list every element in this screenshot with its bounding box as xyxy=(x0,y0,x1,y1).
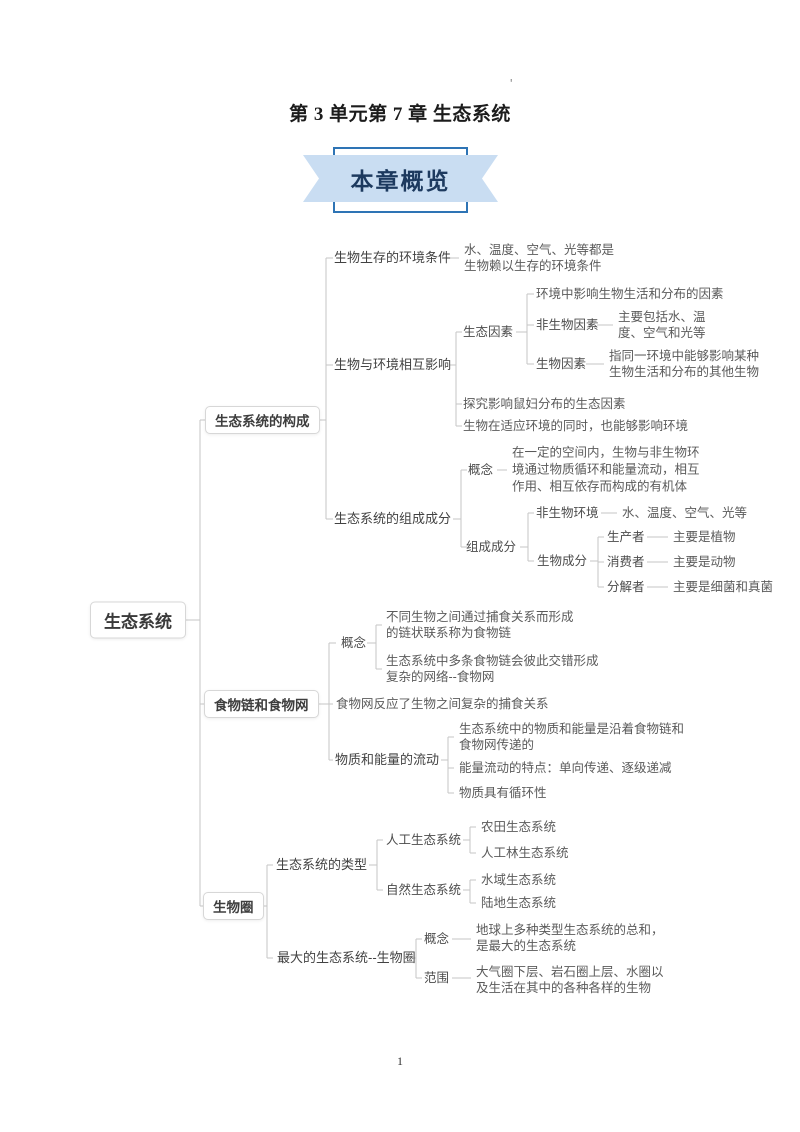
node-abiotic-environment-detail: 水、温度、空气、光等 xyxy=(622,506,748,520)
node-largest-ecosystem-biosphere: 最大的生态系统--生物圈 xyxy=(277,950,416,965)
node-producer-detail: 主要是植物 xyxy=(673,530,736,544)
node-producer: 生产者 xyxy=(607,530,645,544)
node-artificial-ecosystem: 人工生态系统 xyxy=(386,833,462,847)
node-terrestrial-ecosystem: 陆地生态系统 xyxy=(481,896,557,910)
node-biotic-factor-detail: 指同一环境中能够影响某种 生物生活和分布的其他生物 xyxy=(609,349,760,379)
node-biosphere-scope-detail: 大气圈下层、岩石圈上层、水圈以 及生活在其中的各种各样的生物 xyxy=(476,965,664,995)
node-survival-conditions: 生物生存的环境条件 xyxy=(334,250,452,265)
node-energy-flow-features: 能量流动的特点：单向传递、逐级递减 xyxy=(459,761,672,775)
node-ecosystem-types: 生态系统的类型 xyxy=(276,857,368,872)
banner-ribbon: 本章概览 xyxy=(303,155,498,202)
node-biosphere-concept: 概念 xyxy=(424,932,450,946)
node-decomposer-detail: 主要是细菌和真菌 xyxy=(673,580,774,594)
node-abiotic-factor: 非生物因素 xyxy=(536,318,599,332)
node-foodweb-definition: 生态系统中多条食物链会彼此交错形成 复杂的网络--食物网 xyxy=(386,654,599,684)
node-flow-along-chain: 生态系统中的物质和能量是沿着食物链和 食物网传递的 xyxy=(459,722,685,752)
chapter-banner: 本章概览 xyxy=(303,147,498,213)
branch-ecosystem-construction: 生态系统的构成 xyxy=(205,406,320,434)
node-eco-factors: 生态因素 xyxy=(463,325,514,339)
node-matter-energy-flow: 物质和能量的流动 xyxy=(335,752,440,767)
node-consumer: 消费者 xyxy=(607,555,645,569)
node-biosphere-concept-detail: 地球上多种类型生态系统的总和， 是最大的生态系统 xyxy=(476,923,664,953)
node-survival-conditions-detail: 水、温度、空气、光等都是 生物赖以生存的环境条件 xyxy=(464,243,615,273)
page-number: 1 xyxy=(397,1054,403,1068)
root-node-ecosystem: 生态系统 xyxy=(90,601,186,639)
doc-title: 第 3 单元第 7 章 生态系统 xyxy=(289,104,511,125)
node-bio-env-interaction: 生物与环境相互影响 xyxy=(334,357,452,372)
node-foodweb-note: 食物网反应了生物之间复杂的捕食关系 xyxy=(336,697,549,711)
branch-food-chain-web: 食物链和食物网 xyxy=(204,690,319,718)
node-plantation-ecosystem: 人工林生态系统 xyxy=(481,846,569,860)
node-components-concept: 概念 xyxy=(468,463,494,477)
branch-biosphere: 生物圈 xyxy=(203,892,264,920)
node-aquatic-ecosystem: 水域生态系统 xyxy=(481,873,557,887)
node-biosphere-scope: 范围 xyxy=(424,971,450,985)
node-consumer-detail: 主要是动物 xyxy=(673,555,736,569)
node-matter-cycle: 物质具有循环性 xyxy=(459,786,547,800)
banner-label: 本章概览 xyxy=(350,167,451,194)
node-foodchain-concept: 概念 xyxy=(341,636,367,650)
node-foodchain-definition: 不同生物之间通过捕食关系而形成 的链状联系称为食物链 xyxy=(386,610,574,640)
node-decomposer: 分解者 xyxy=(607,580,645,594)
node-components: 生态系统的组成成分 xyxy=(334,511,452,526)
node-components-concept-detail: 在一定的空间内，生物与非生物环 境通过物质循环和能量流动，相互 作用、相互依存而… xyxy=(512,445,700,494)
stray-quote-mark: ' xyxy=(510,76,513,91)
node-eco-factors-definition: 环境中影响生物生活和分布的因素 xyxy=(536,287,724,301)
node-explore-pillbug: 探究影响鼠妇分布的生态因素 xyxy=(463,397,626,411)
node-biotic-components: 生物成分 xyxy=(537,554,588,568)
node-composition: 组成成分 xyxy=(466,540,517,554)
node-abiotic-environment: 非生物环境 xyxy=(536,506,599,520)
node-abiotic-factor-detail: 主要包括水、温 度、空气和光等 xyxy=(618,310,706,340)
node-farmland-ecosystem: 农田生态系统 xyxy=(481,820,557,834)
node-natural-ecosystem: 自然生态系统 xyxy=(386,883,462,897)
node-biotic-factor: 生物因素 xyxy=(536,357,587,371)
node-adapt-influence: 生物在适应环境的同时，也能够影响环境 xyxy=(463,419,689,433)
